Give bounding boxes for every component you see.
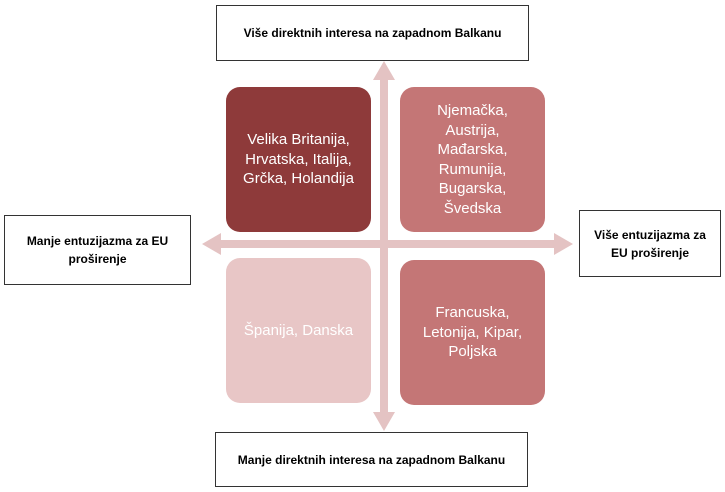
up-arrowhead: [373, 61, 395, 80]
axis-label-top-text: Više direktnih interesa na zapadnom Balk…: [243, 26, 502, 40]
axis-label-left: Manje entuzijazma za EU proširenje: [4, 215, 191, 285]
down-arrowhead: [373, 412, 395, 431]
axis-label-right: Više entuzijazma za EU proširenje: [579, 210, 721, 277]
quadrant-bottom-left-text: Španija, Danska: [243, 321, 354, 339]
quadrant-top-left-text: Velika Britanija, Hrvatska, Italija, Grč…: [243, 131, 354, 188]
axis-label-bottom: Manje direktnih interesa na zapadnom Bal…: [215, 432, 528, 487]
quadrant-bottom-right-text: Francuska, Letonija, Kipar, Poljska: [422, 304, 523, 361]
axis-label-top: Više direktnih interesa na zapadnom Balk…: [216, 5, 529, 61]
axis-label-bottom-text: Manje direktnih interesa na zapadnom Bal…: [237, 452, 506, 467]
quadrant-bottom-left: Španija, Danska: [226, 258, 371, 403]
quadrant-top-right-text: Njemačka, Austrija, Mađarska, Rumunija, …: [437, 102, 508, 217]
quadrant-top-right: Njemačka, Austrija, Mađarska, Rumunija, …: [400, 87, 545, 232]
axis-label-right-text: Više entuzijazma za EU proširenje: [594, 227, 706, 260]
horizontal-axis-shaft: [218, 240, 558, 248]
quadrant-bottom-right: Francuska, Letonija, Kipar, Poljska: [400, 260, 545, 405]
right-arrowhead: [554, 233, 573, 255]
axis-arrows: [202, 61, 573, 431]
axis-label-left-text: Manje entuzijazma za EU proširenje: [26, 234, 169, 266]
quadrant-top-left: Velika Britanija, Hrvatska, Italija, Grč…: [226, 87, 371, 232]
left-arrowhead: [202, 233, 221, 255]
